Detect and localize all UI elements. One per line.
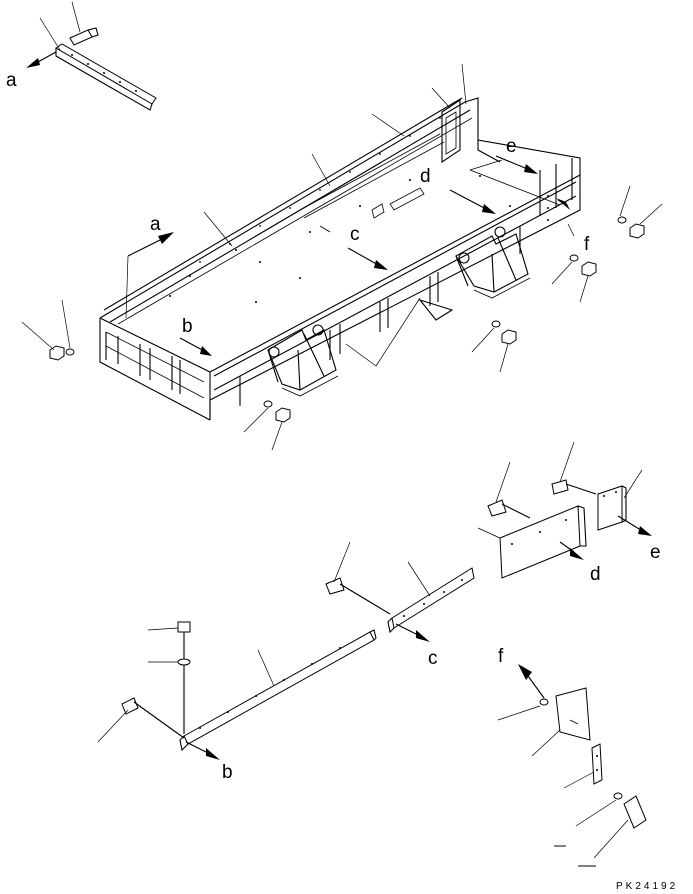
callout-d-main: d xyxy=(420,166,431,187)
callout-a-main: a xyxy=(150,214,161,235)
callout-arrows xyxy=(127,155,570,356)
plate-e xyxy=(551,441,652,536)
callout-d-part: d xyxy=(590,564,601,585)
callout-b-part: b xyxy=(222,762,233,783)
callout-e-part: e xyxy=(650,542,661,563)
main-frame-leaders xyxy=(125,63,575,367)
callout-b-main: b xyxy=(182,316,193,337)
main-frame xyxy=(99,97,581,421)
callout-c-main: c xyxy=(350,224,360,245)
strip-a xyxy=(26,17,157,111)
drawing-code: PK24192 xyxy=(616,881,678,892)
bolt-top-left xyxy=(69,1,99,46)
plate-f xyxy=(497,664,647,867)
strip-b xyxy=(97,621,377,760)
nuts-and-washers xyxy=(21,185,663,451)
callout-a-top: a xyxy=(6,70,17,91)
callout-e-main: e xyxy=(506,136,517,157)
callout-c-part: c xyxy=(428,648,438,669)
callout-f-part: f xyxy=(498,646,504,667)
strip-c xyxy=(325,541,475,642)
callout-f-main: f xyxy=(584,234,590,255)
plate-d xyxy=(477,461,587,579)
